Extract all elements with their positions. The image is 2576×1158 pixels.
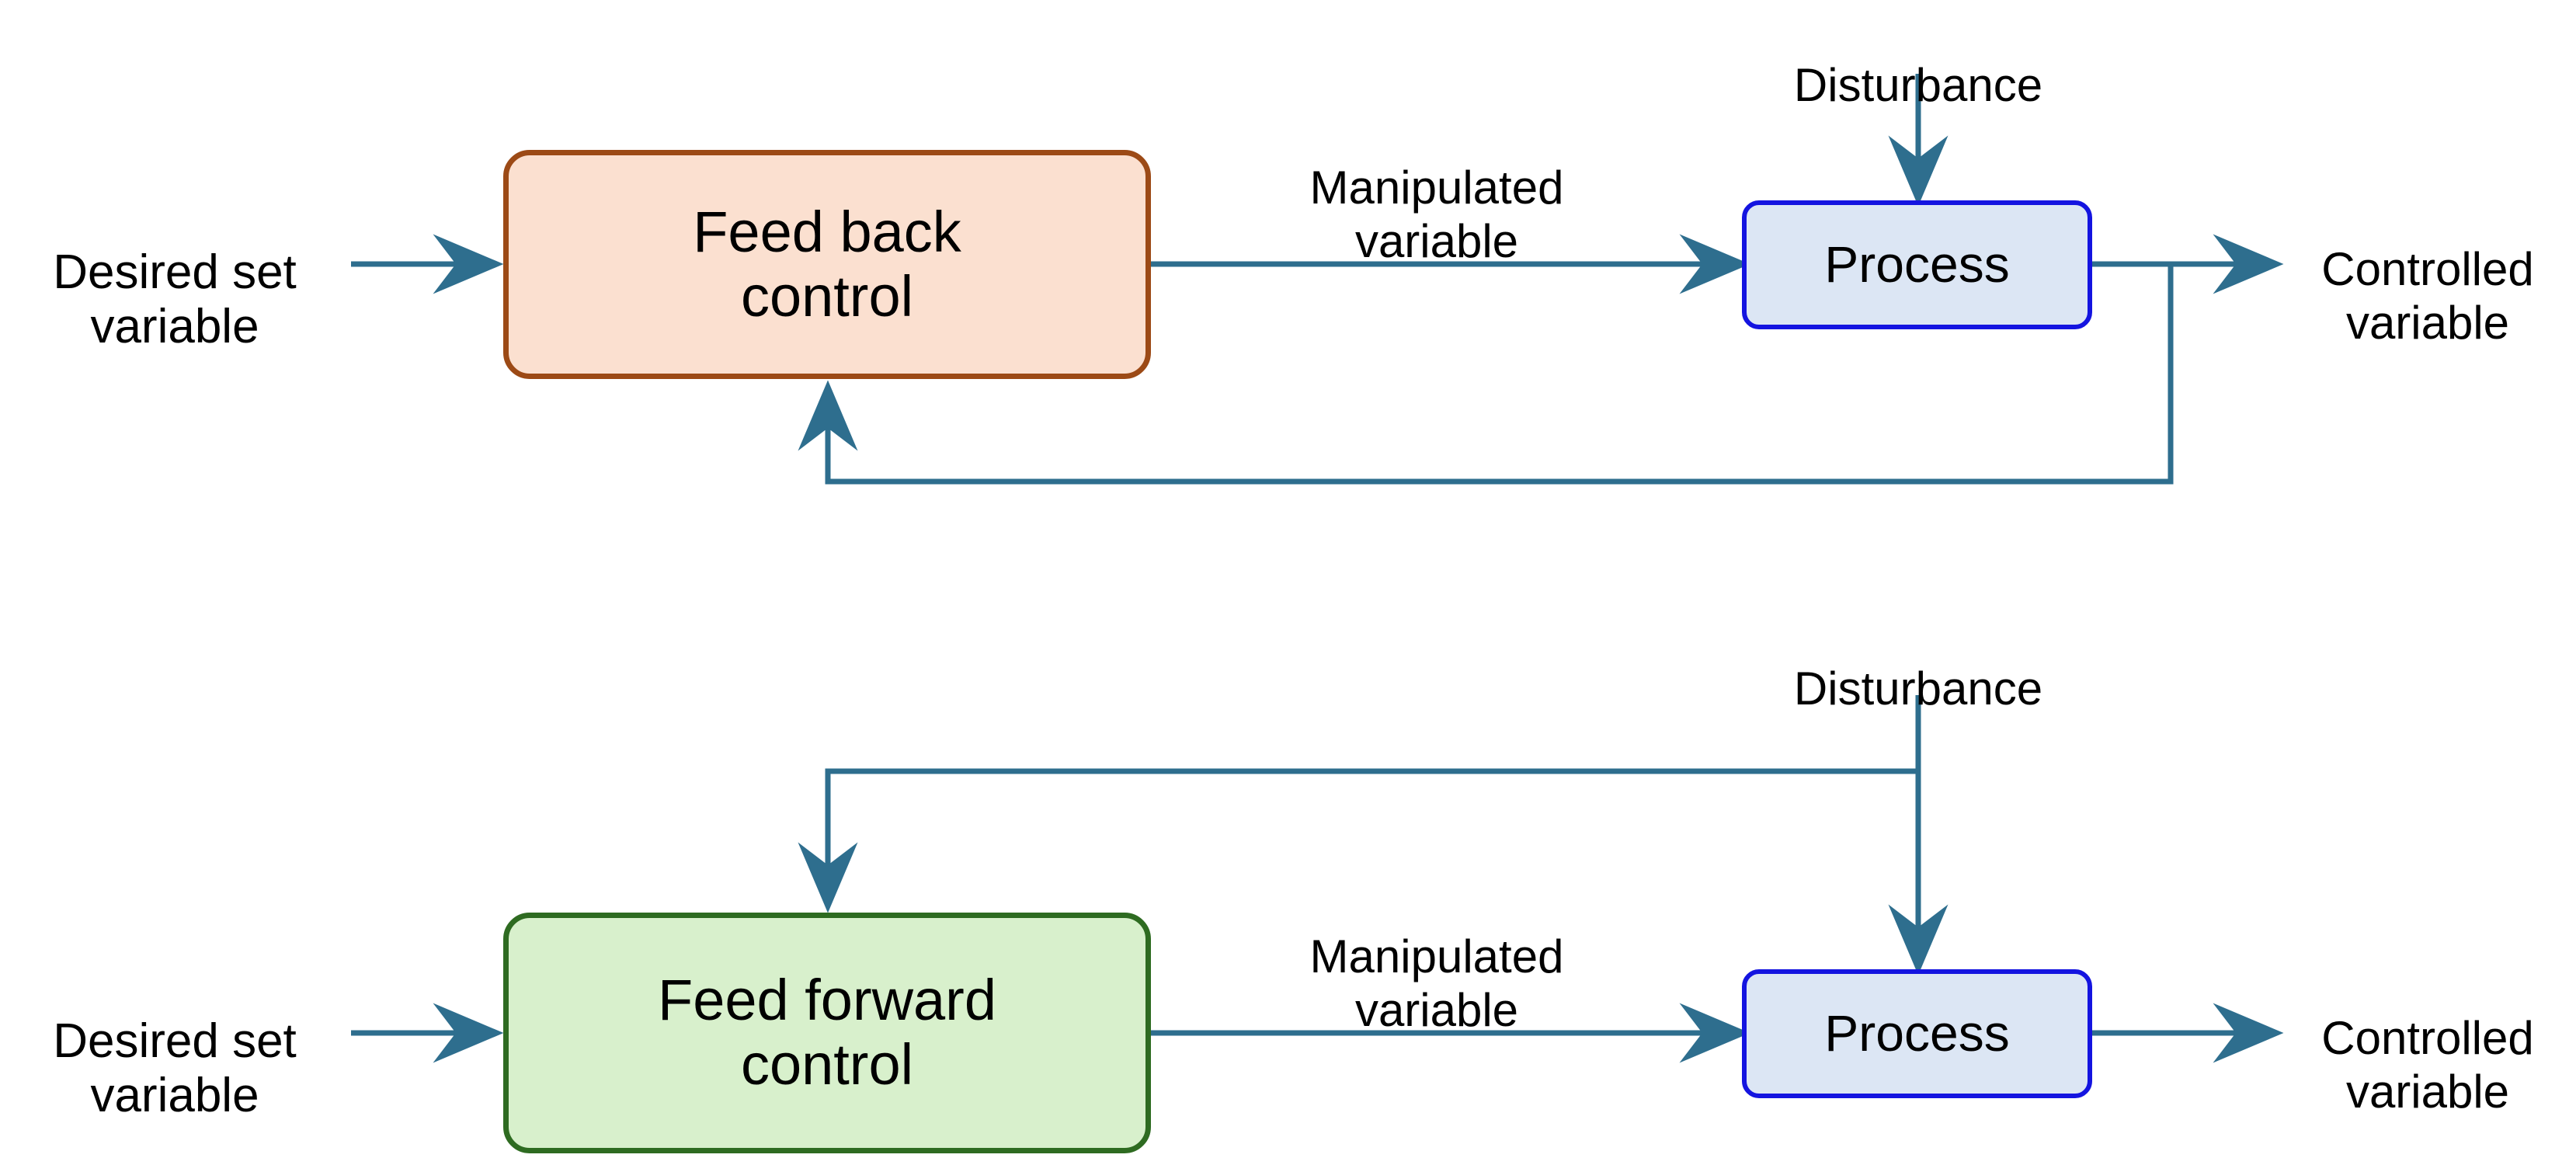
- feedforward-output-label: Controlled variable: [2279, 959, 2576, 1118]
- feedforward-setpoint-label: Desired set variable: [8, 959, 342, 1124]
- feedback-control-label: Feed back control: [693, 199, 961, 329]
- feedforward-disturbance-label: Disturbance: [1701, 610, 2136, 716]
- feedback-disturbance-label: Disturbance: [1701, 6, 2136, 113]
- feedback-output-text: Controlled variable: [2321, 243, 2534, 349]
- feedback-setpoint-label: Desired set variable: [8, 190, 342, 355]
- feedforward-control-label: Feed forward control: [658, 968, 996, 1097]
- feedback-disturbance-text: Disturbance: [1793, 59, 2043, 112]
- feedforward-manipulated-text: Manipulated variable: [1309, 930, 1564, 1036]
- feedback-manipulated-label: Manipulated variable: [1227, 109, 1646, 268]
- feedback-process-label: Process: [1824, 235, 2010, 294]
- feedforward-control-box[interactable]: Feed forward control: [503, 913, 1151, 1153]
- feedforward-output-text: Controlled variable: [2321, 1012, 2534, 1118]
- feedback-setpoint-text: Desired set variable: [53, 245, 297, 354]
- feedforward-process-label: Process: [1824, 1004, 2010, 1062]
- feedforward-manipulated-label: Manipulated variable: [1227, 878, 1646, 1037]
- feedforward-disturbance-text: Disturbance: [1793, 662, 2043, 715]
- feedforward-setpoint-text: Desired set variable: [53, 1014, 297, 1123]
- feedforward-process-box[interactable]: Process: [1742, 969, 2092, 1098]
- feedback-manipulated-text: Manipulated variable: [1309, 162, 1564, 267]
- feedback-output-label: Controlled variable: [2279, 190, 2576, 349]
- feedback-control-box[interactable]: Feed back control: [503, 150, 1151, 379]
- feedback-process-box[interactable]: Process: [1742, 200, 2092, 329]
